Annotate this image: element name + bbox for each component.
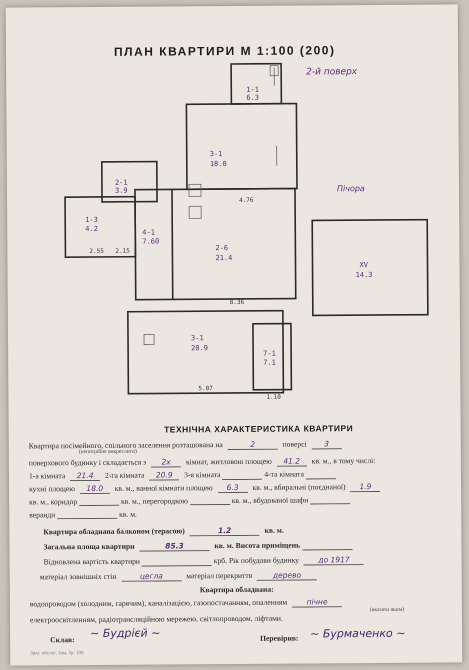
svg-text:4.76: 4.76 <box>239 197 254 204</box>
line-equipment-2: електроосвітленням, радіотрансляційною м… <box>29 613 283 625</box>
floors-total-value: 3 <box>311 439 342 450</box>
svg-text:3.9: 3.9 <box>115 187 128 195</box>
svg-text:8.36: 8.36 <box>230 299 245 306</box>
equipment-title: Квартира обладнана: <box>199 584 274 595</box>
floor-value: 2 <box>227 439 278 451</box>
svg-text:20.9: 20.9 <box>191 344 208 352</box>
line-balcony: Квартира обладнана балконом (терасою) 1.… <box>43 525 284 537</box>
plan-bottom-room-walls <box>127 309 285 395</box>
plan-kitchen-walls <box>185 102 298 191</box>
svg-text:4.2: 4.2 <box>85 225 98 233</box>
svg-text:1.10: 1.10 <box>266 394 281 401</box>
signature-drafted: ~ Будрієй ~ <box>90 626 161 641</box>
svg-text:7-1: 7-1 <box>263 350 276 358</box>
svg-text:18.0: 18.0 <box>210 160 227 168</box>
rooms-count-value: 2х <box>151 457 182 468</box>
plan-pantry-walls <box>100 160 158 203</box>
line-materials: матеріал зовнішніх стін цегла матеріал п… <box>40 570 444 583</box>
svg-text:5.07: 5.07 <box>198 385 213 392</box>
svg-text:7.1: 7.1 <box>263 359 276 367</box>
svg-text:21.4: 21.4 <box>215 254 232 262</box>
line-veranda: веранди кв. м. <box>29 509 137 520</box>
svg-text:3-1: 3-1 <box>210 150 223 158</box>
signature-checked: ~ Бурмаченко ~ <box>310 626 406 641</box>
line-rooms: поверхового будинку і складається з 2х к… <box>28 456 376 468</box>
svg-text:1-3: 1-3 <box>85 216 98 224</box>
section-title: ТЕХНІЧНА ХАРАКТЕРИСТИКА КВАРТИРИ <box>164 423 354 435</box>
svg-text:14.3: 14.3 <box>356 271 373 279</box>
line-cost-year: Відновлена вартість квартири крб. Рік по… <box>44 555 444 568</box>
svg-text:2-6: 2-6 <box>215 244 228 252</box>
svg-text:2.15: 2.15 <box>115 248 130 255</box>
line-total-area: Загальна площа квартири 85.3 кв. м. Висо… <box>43 540 443 553</box>
room-label: 1-1 <box>246 86 259 94</box>
room-area: 6.3 <box>246 94 259 102</box>
line-room-areas: 1-а кімната 21.4 2-га кімната 20.9 3-я к… <box>29 469 443 482</box>
plan-right-room-walls <box>311 218 429 317</box>
line-kitchen-bath: кухні площею 18.0 кв. м., ванної кімнати… <box>29 481 443 495</box>
svg-text:XV: XV <box>359 261 368 269</box>
street-label: Пічора <box>337 184 365 193</box>
svg-text:7.60: 7.60 <box>142 238 159 246</box>
svg-text:4-1: 4-1 <box>142 229 155 237</box>
line-corridor: кв. м., коридор кв. м., перегородкою кв.… <box>29 495 443 506</box>
living-area-value: 41.2 <box>276 456 307 467</box>
plan-main-walls <box>134 187 297 301</box>
svg-text:2-1: 2-1 <box>115 179 128 187</box>
note-small: (непотрібне викреслити) <box>78 448 137 456</box>
svg-text:2.55: 2.55 <box>89 248 104 255</box>
document-sheet: ПЛАН КВАРТИРИ М 1:100 (200) 2-й поверх <box>5 4 463 666</box>
floor-plan: 1-1 6.3 3-1 18.0 2-1 3.9 1-3 4.2 4-1 7.6… <box>64 62 429 401</box>
plan-wc-walls <box>252 322 293 391</box>
svg-text:3-1: 3-1 <box>191 334 204 342</box>
print-mark: Зраз. обслуг. Зам. 5р. 100 <box>30 651 84 657</box>
